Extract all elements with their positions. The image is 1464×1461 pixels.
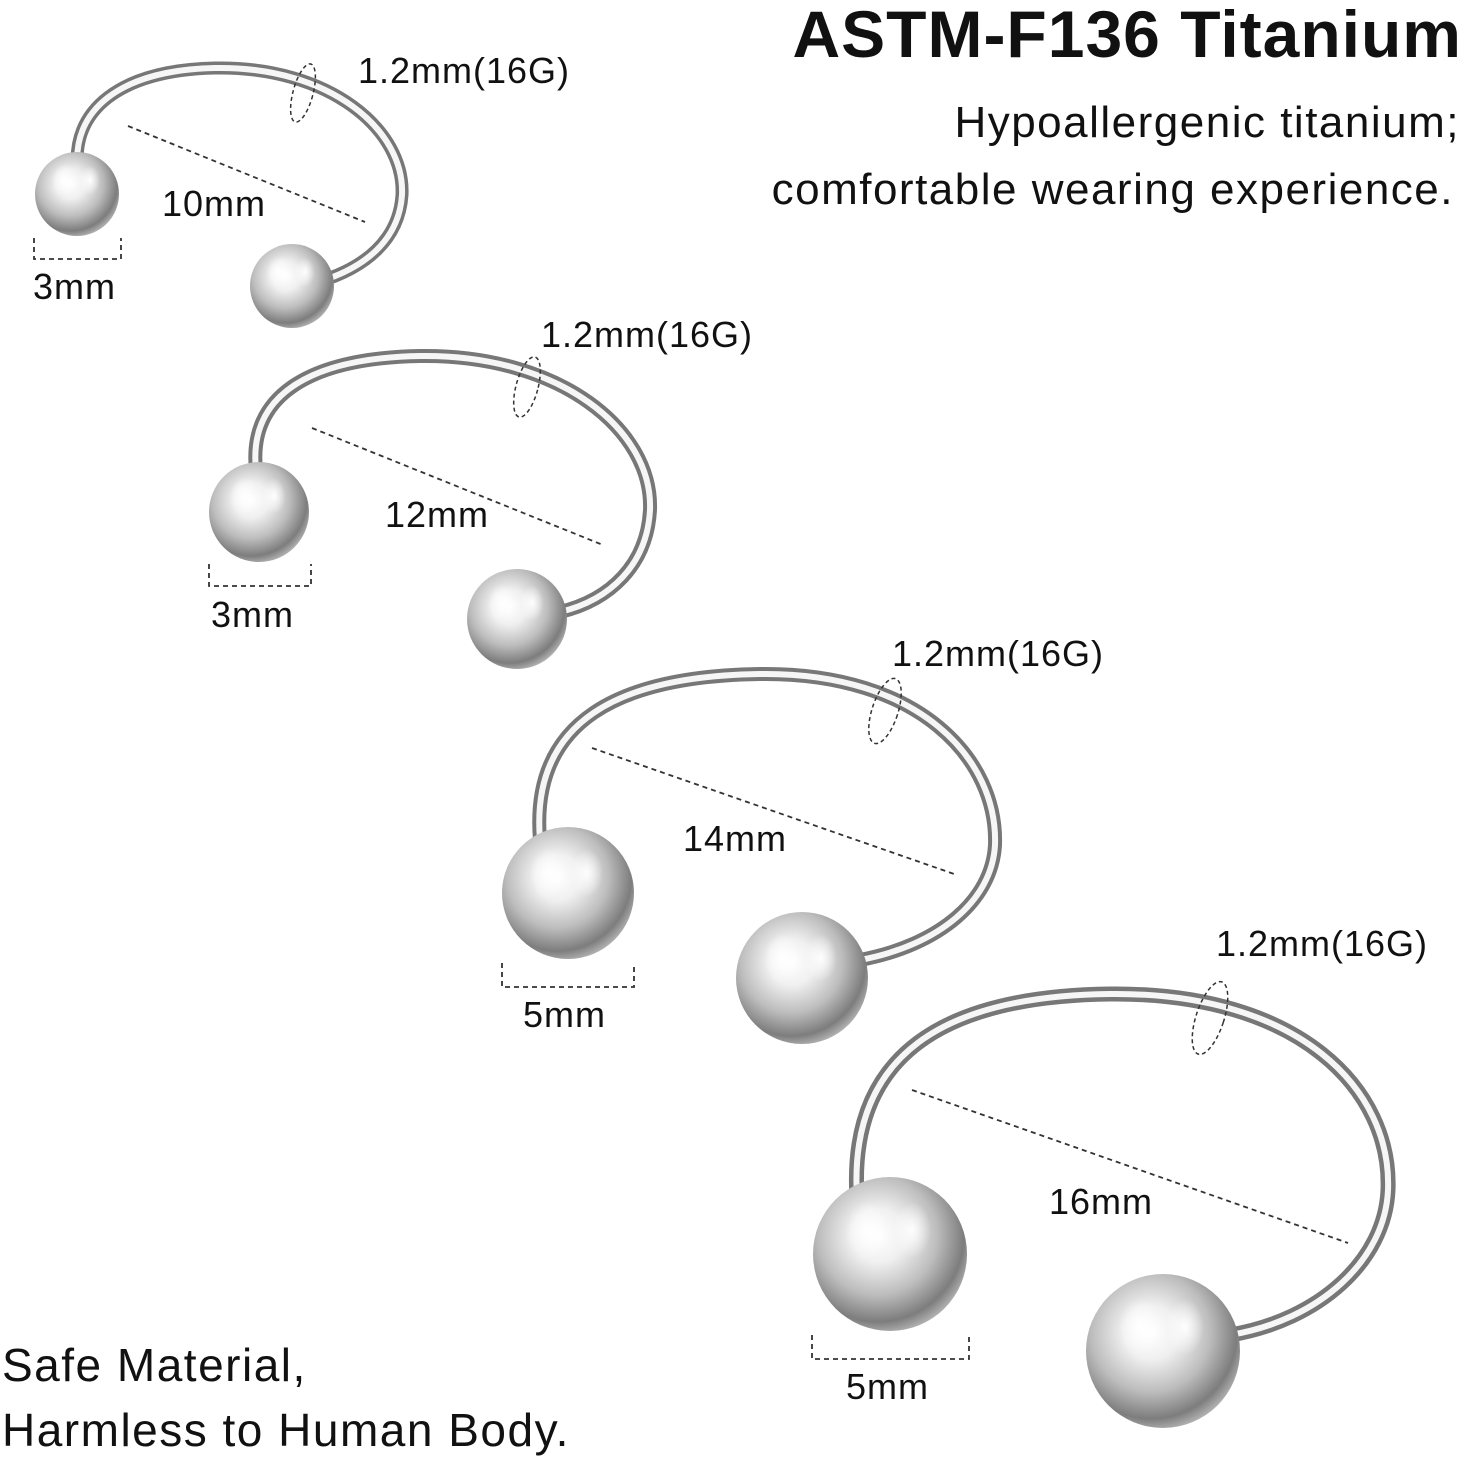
ring-10mm <box>33 61 409 328</box>
page-title: ASTM-F136 Titanium <box>792 0 1462 71</box>
ball-size-bracket <box>208 564 312 587</box>
gauge-marker <box>289 63 317 123</box>
ball-size-label: 5mm <box>846 1366 929 1407</box>
diameter-line <box>127 125 366 223</box>
ball-left <box>502 827 634 959</box>
ring-wire <box>70 61 409 289</box>
ball-right <box>467 569 567 669</box>
ball-left <box>209 462 309 562</box>
gauge-label: 1.2mm(16G) <box>541 314 754 355</box>
ball-size-bracket <box>501 963 635 988</box>
ball-size-bracket <box>811 1335 970 1360</box>
footer-line-1: Safe Material, <box>2 1339 307 1391</box>
gauge-label: 1.2mm(16G) <box>1216 923 1429 964</box>
diameter-label: 12mm <box>385 494 490 535</box>
diameter-line <box>591 747 958 876</box>
diameter-line <box>311 427 604 546</box>
diameter-label: 14mm <box>683 818 788 859</box>
gauge-label: 1.2mm(16G) <box>358 50 571 91</box>
footer-line-2: Harmless to Human Body. <box>2 1404 570 1456</box>
ring-14mm <box>501 666 1003 1044</box>
ring-12mm <box>208 348 658 669</box>
ball-right <box>736 912 868 1044</box>
ball-right <box>1086 1274 1240 1428</box>
subtitle-line-1: Hypoallergenic titanium; <box>954 98 1460 147</box>
ring-16mm <box>811 980 1396 1428</box>
gauge-marker <box>1191 980 1229 1056</box>
subtitle-line-2: comfortable wearing experience. <box>771 165 1454 214</box>
ball-size-bracket <box>33 238 122 260</box>
ring-wire <box>248 348 658 619</box>
ball-left <box>35 152 119 236</box>
gauge-label: 1.2mm(16G) <box>892 633 1105 674</box>
ball-size-label: 3mm <box>211 594 294 635</box>
ball-size-label: 5mm <box>523 994 606 1035</box>
diameter-label: 16mm <box>1049 1181 1154 1222</box>
ball-right <box>250 244 334 328</box>
ball-size-label: 3mm <box>33 266 116 307</box>
gauge-marker <box>868 677 902 745</box>
gauge-marker <box>512 356 542 418</box>
ball-left <box>813 1177 967 1331</box>
diameter-label: 10mm <box>162 183 267 224</box>
